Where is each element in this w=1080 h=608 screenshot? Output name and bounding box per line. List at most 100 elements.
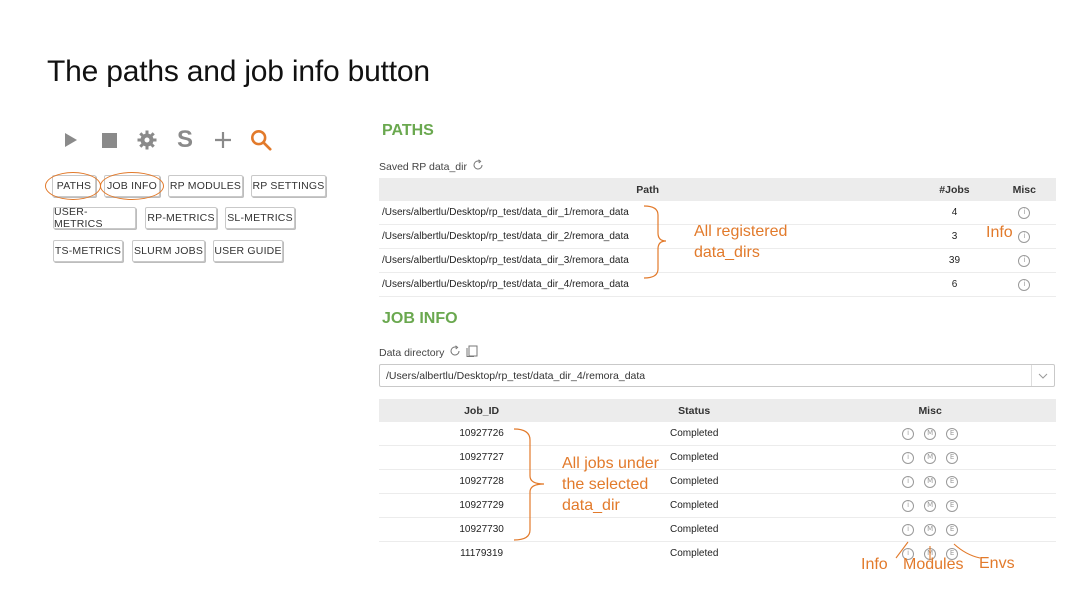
- registered-brace-icon: [643, 205, 667, 279]
- refresh-icon[interactable]: [472, 159, 484, 174]
- table-row[interactable]: /Users/albertlu/Desktop/rp_test/data_dir…: [379, 248, 1056, 273]
- jobs-brace-icon: [513, 428, 545, 541]
- envs-icon[interactable]: E: [946, 499, 959, 512]
- status-cell: Completed: [584, 517, 805, 542]
- table-row[interactable]: 10927730 Completed i M E: [379, 517, 1056, 542]
- copy-icon[interactable]: [466, 345, 478, 360]
- table-row[interactable]: 10927729 Completed i M E: [379, 493, 1056, 518]
- column-header-path[interactable]: Path: [379, 178, 917, 201]
- stop-icon[interactable]: [98, 129, 120, 151]
- misc-pointer-lines-icon: [895, 541, 981, 560]
- toolbar: S: [60, 125, 272, 155]
- paths-highlight-circle: [45, 172, 101, 200]
- path-cell: /Users/albertlu/Desktop/rp_test/data_dir…: [379, 248, 917, 273]
- selected-directory-value: /Users/albertlu/Desktop/rp_test/data_dir…: [386, 369, 646, 382]
- ts-metrics-button[interactable]: TS-METRICS: [53, 240, 123, 262]
- column-header-jobs[interactable]: #Jobs: [916, 178, 993, 201]
- path-cell: /Users/albertlu/Desktop/rp_test/data_dir…: [379, 272, 917, 297]
- envs-icon[interactable]: E: [946, 523, 959, 536]
- info-icon[interactable]: i: [1018, 278, 1031, 291]
- modules-icon[interactable]: M: [924, 427, 937, 440]
- info-icon[interactable]: i: [902, 451, 915, 464]
- rp-metrics-button[interactable]: RP-METRICS: [145, 207, 217, 229]
- paths-section-title: PATHS: [382, 122, 434, 139]
- column-header-job-id[interactable]: Job_ID: [379, 399, 585, 422]
- info-icon[interactable]: i: [902, 547, 915, 560]
- table-row[interactable]: /Users/albertlu/Desktop/rp_test/data_dir…: [379, 224, 1056, 249]
- saved-data-dir-text: Saved RP data_dir: [379, 160, 467, 173]
- envs-icon[interactable]: E: [946, 427, 959, 440]
- path-cell: /Users/albertlu/Desktop/rp_test/data_dir…: [379, 224, 917, 249]
- info-icon[interactable]: i: [902, 523, 915, 536]
- status-cell: Completed: [584, 469, 805, 494]
- info-icon[interactable]: i: [902, 427, 915, 440]
- status-cell: Completed: [584, 445, 805, 470]
- rp-modules-button[interactable]: RP MODULES: [168, 175, 243, 197]
- job-id-cell: 10927730: [379, 517, 585, 542]
- gear-icon[interactable]: [136, 129, 158, 151]
- jobs-annotation: All jobs under the selected data_dir: [562, 453, 659, 516]
- modules-icon[interactable]: M: [924, 499, 937, 512]
- registered-annotation-line2: data_dirs: [694, 244, 760, 261]
- modules-icon[interactable]: M: [924, 451, 937, 464]
- job-id-cell: 10927727: [379, 445, 585, 470]
- sl-metrics-button[interactable]: SL-METRICS: [225, 207, 295, 229]
- jobs-count-cell: 4: [916, 201, 993, 225]
- user-guide-button[interactable]: USER GUIDE: [213, 240, 283, 262]
- table-row[interactable]: /Users/albertlu/Desktop/rp_test/data_dir…: [379, 272, 1056, 297]
- job-id-cell: 10927729: [379, 493, 585, 518]
- data-directory-text: Data directory: [379, 346, 445, 359]
- jobs-table: Job_ID Status Misc 10927726 Completed i …: [379, 399, 1056, 565]
- slide-title: The paths and job info button: [47, 55, 430, 88]
- info-icon[interactable]: i: [902, 475, 915, 488]
- paths-table: Path #Jobs Misc /Users/albertlu/Desktop/…: [379, 178, 1056, 297]
- user-metrics-button[interactable]: USER-METRICS: [53, 206, 136, 230]
- envs-icon[interactable]: E: [946, 475, 959, 488]
- saved-data-dir-label: Saved RP data_dir: [379, 159, 484, 174]
- play-icon[interactable]: [60, 129, 82, 151]
- table-row[interactable]: 10927728 Completed i M E: [379, 469, 1056, 494]
- search-icon[interactable]: [250, 129, 272, 151]
- jobs-annotation-line2: the selected: [562, 476, 649, 493]
- table-row[interactable]: 10927727 Completed i M E: [379, 445, 1056, 470]
- chevron-down-icon[interactable]: [1031, 365, 1054, 386]
- info-annotation: Info: [986, 224, 1013, 241]
- modules-icon[interactable]: M: [924, 475, 937, 488]
- column-header-misc: Misc: [804, 399, 1056, 422]
- job-id-cell: 10927726: [379, 422, 585, 446]
- job-info-section-title: JOB INFO: [382, 310, 458, 327]
- slurm-jobs-button[interactable]: SLURM JOBS: [132, 240, 205, 262]
- data-directory-select[interactable]: /Users/albertlu/Desktop/rp_test/data_dir…: [379, 364, 1055, 387]
- column-header-status[interactable]: Status: [584, 399, 805, 422]
- info-icon[interactable]: i: [1018, 206, 1031, 219]
- job-info-highlight-circle: [100, 172, 164, 200]
- envs-icon[interactable]: E: [946, 451, 959, 464]
- info-icon[interactable]: i: [1018, 230, 1031, 243]
- jobs-annotation-line3: data_dir: [562, 497, 620, 514]
- bottom-envs-annotation: Envs: [979, 555, 1015, 572]
- status-cell: Completed: [584, 422, 805, 446]
- info-icon[interactable]: i: [902, 499, 915, 512]
- table-row[interactable]: 10927726 Completed i M E: [379, 422, 1056, 446]
- jobs-count-cell: 6: [916, 272, 993, 297]
- table-row[interactable]: /Users/albertlu/Desktop/rp_test/data_dir…: [379, 201, 1056, 225]
- job-id-cell: 10927728: [379, 469, 585, 494]
- modules-icon[interactable]: M: [924, 523, 937, 536]
- refresh-icon[interactable]: [449, 345, 461, 360]
- s-icon[interactable]: S: [176, 126, 193, 153]
- registered-annotation: All registered data_dirs: [694, 221, 787, 263]
- jobs-count-cell: 3: [916, 224, 993, 249]
- status-cell: Completed: [584, 493, 805, 518]
- jobs-count-cell: 39: [916, 248, 993, 273]
- envs-icon[interactable]: E: [946, 547, 959, 560]
- registered-annotation-line1: All registered: [694, 223, 788, 240]
- info-icon[interactable]: i: [1018, 254, 1031, 267]
- status-cell: Completed: [670, 548, 719, 559]
- bottom-modules-annotation: Modules: [903, 556, 964, 573]
- jobs-annotation-line1: All jobs under: [562, 455, 659, 472]
- job-id-cell: 11179319: [460, 548, 504, 559]
- column-header-misc: Misc: [992, 178, 1056, 201]
- data-directory-label: Data directory: [379, 345, 478, 360]
- rp-settings-button[interactable]: RP SETTINGS: [251, 175, 326, 197]
- plus-icon[interactable]: [212, 129, 234, 151]
